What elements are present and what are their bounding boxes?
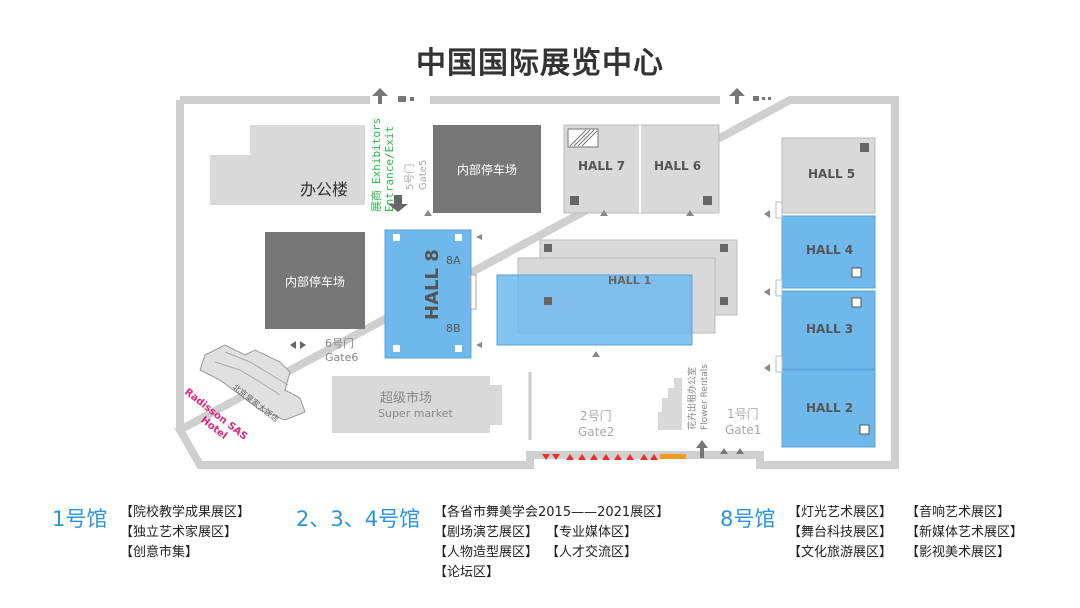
outer-wall bbox=[174, 96, 899, 469]
supermarket bbox=[332, 376, 502, 433]
gate2-cn: 2号门 bbox=[580, 408, 612, 423]
hall-8-label: HALL 8 bbox=[422, 249, 443, 320]
gate5-en: Gate5 bbox=[418, 160, 429, 190]
gate1-cn: 1号门 bbox=[727, 406, 759, 421]
legend-item: 【创意市集】 bbox=[120, 545, 199, 560]
hall-8b-label: 8B bbox=[446, 322, 461, 335]
legend-item: 【文化旅游展区】 bbox=[788, 545, 893, 560]
hall-4-label: HALL 4 bbox=[806, 243, 853, 257]
legend-item: 【剧场演艺展区】 bbox=[434, 525, 539, 540]
gate2-entry-arrows bbox=[542, 454, 658, 460]
legend-item: 【舞台科技展区】 bbox=[788, 525, 893, 540]
exhibitors-entrance-en1: Exhibitors bbox=[370, 118, 383, 184]
stair-icon bbox=[859, 424, 870, 435]
legend-item: 【独立艺术家展区】 bbox=[120, 525, 238, 540]
parking-top bbox=[433, 125, 541, 213]
exhibitors-entrance-en2: Entrance/Exit bbox=[383, 126, 396, 212]
office-building bbox=[210, 125, 365, 205]
stair-icon bbox=[570, 196, 579, 205]
parking-left-label: 内部停车场 bbox=[285, 274, 345, 289]
hall-1-label: HALL 1 bbox=[608, 274, 651, 287]
stair-icon bbox=[393, 234, 462, 352]
hall-8a-label: 8A bbox=[446, 254, 461, 267]
gate6-cn: 6号门 bbox=[325, 336, 354, 350]
venue-map: 办公楼 内部停车场 内部停车场 展商 Exhibitors Entrance/E… bbox=[174, 88, 899, 469]
stair-icon bbox=[720, 244, 728, 252]
supermarket-en: Super market bbox=[378, 407, 453, 420]
gate6-en: Gate6 bbox=[325, 351, 358, 364]
legend-item: 【专业媒体区】 bbox=[546, 525, 638, 540]
stair-icon bbox=[851, 297, 862, 308]
legend-item: 【影视美术展区】 bbox=[906, 545, 1011, 560]
gate1-en: Gate1 bbox=[725, 423, 761, 437]
hall-5 bbox=[781, 137, 876, 214]
legend-hall-234-items: 【各省市舞美学会2015——2021展区】 【剧场演艺展区】【专业媒体区】 【人… bbox=[434, 503, 669, 583]
hall-7-label: HALL 7 bbox=[578, 159, 625, 173]
hall-2-label: HALL 2 bbox=[806, 401, 853, 415]
gate2-en: Gate2 bbox=[578, 425, 614, 439]
legend-item: 【各省市舞美学会2015——2021展区】 bbox=[434, 505, 670, 520]
legend-item: 【音响艺术展区】 bbox=[906, 505, 1011, 520]
legend-hall-1-items: 【院校教学成果展区】 【独立艺术家展区】 【创意市集】 bbox=[120, 503, 250, 563]
stair-icon bbox=[544, 297, 552, 305]
legend-hall-8-items: 【灯光艺术展区】【音响艺术展区】 【舞台科技展区】【新媒体艺术展区】 【文化旅游… bbox=[788, 503, 1023, 563]
office-building-label: 办公楼 bbox=[300, 180, 348, 199]
gate1-arrow-icon bbox=[696, 440, 744, 458]
exhibitors-entrance-cn: 展商 bbox=[369, 190, 383, 212]
gate6-arrow-icon bbox=[290, 341, 306, 349]
legend-hall-1-label: 1号馆 bbox=[52, 507, 108, 531]
parking-left bbox=[265, 232, 365, 329]
legend-item: 【新媒体艺术展区】 bbox=[906, 525, 1024, 540]
legend-item: 【论坛区】 bbox=[434, 565, 500, 580]
flower-cn: 花卉出租办公室 bbox=[686, 367, 698, 430]
flower-en: Flower Rentals bbox=[700, 364, 710, 430]
legend-item: 【灯光艺术展区】 bbox=[788, 505, 893, 520]
flower-rentals bbox=[658, 378, 682, 430]
legend-hall-8-label: 8号馆 bbox=[720, 507, 776, 531]
page-title: 中国国际展览中心 bbox=[416, 46, 664, 81]
hall-8 bbox=[384, 229, 472, 359]
hall-1 bbox=[496, 274, 693, 346]
hotel-building bbox=[199, 344, 306, 421]
entrance-arrow-icon bbox=[388, 195, 408, 212]
stair-icon bbox=[860, 143, 869, 152]
exit-arrow-icon bbox=[372, 88, 771, 104]
parking-top-label: 内部停车场 bbox=[457, 162, 517, 177]
stair-icon bbox=[544, 244, 552, 252]
hall-5-label: HALL 5 bbox=[808, 167, 855, 181]
supermarket-cn: 超级市场 bbox=[380, 390, 432, 406]
stair-icon bbox=[720, 297, 728, 305]
legend-item: 【院校教学成果展区】 bbox=[120, 505, 251, 520]
hall-6-label: HALL 6 bbox=[654, 159, 701, 173]
legend-item: 【人才交流区】 bbox=[546, 545, 638, 560]
gate5-cn: 5号门 bbox=[403, 164, 416, 190]
stair-icon bbox=[851, 267, 862, 278]
legend-item: 【人物造型展区】 bbox=[434, 545, 539, 560]
stair-icon bbox=[703, 196, 712, 205]
hall-3-label: HALL 3 bbox=[806, 322, 853, 336]
legend-hall-234-label: 2、3、4号馆 bbox=[296, 507, 421, 531]
